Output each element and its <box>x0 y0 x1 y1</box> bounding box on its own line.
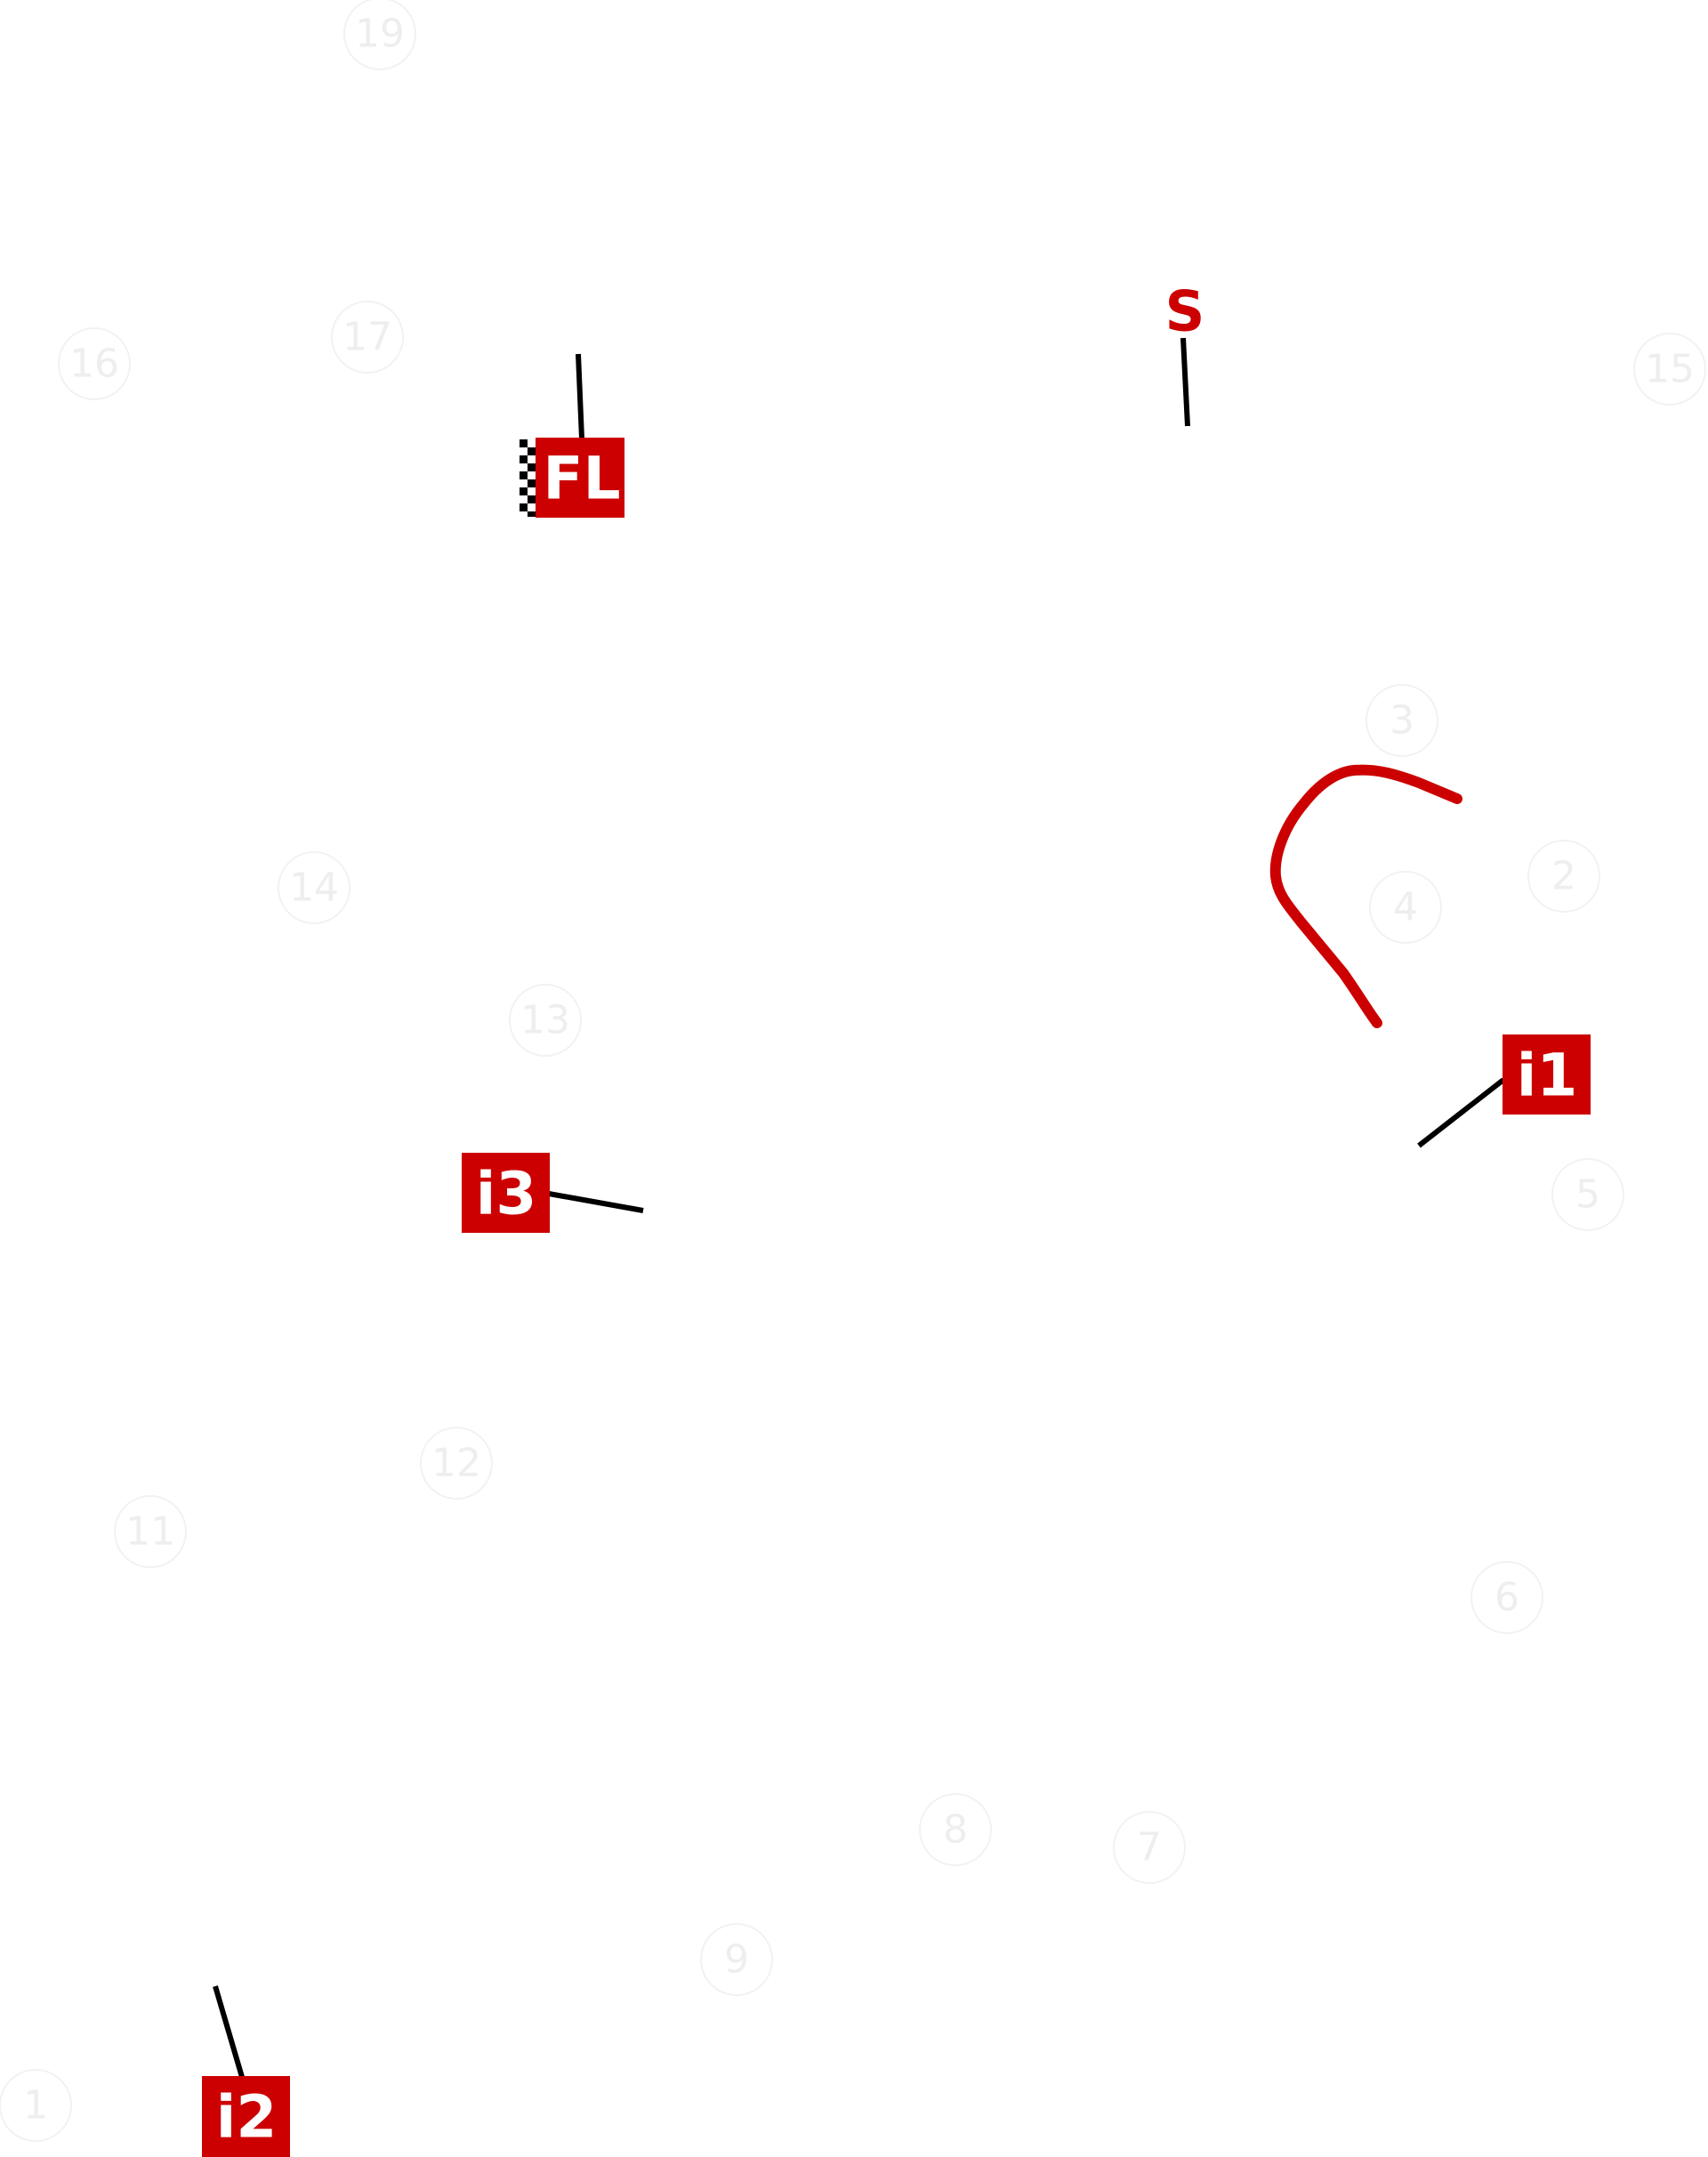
corner-marker: 11 <box>114 1495 187 1568</box>
svg-text:8: 8 <box>943 1807 968 1853</box>
svg-text:7: 7 <box>1137 1825 1162 1871</box>
intermediate-1-leader-line <box>1417 1077 1505 1148</box>
intermediate-2-marker: i2 <box>202 1985 290 2157</box>
svg-text:17: 17 <box>342 315 392 360</box>
track-sector-highlight <box>1269 764 1462 1028</box>
intermediate-1-badge <box>1503 1034 1591 1115</box>
finish-line-badge <box>536 438 624 518</box>
svg-text:12: 12 <box>431 1441 481 1486</box>
finish-line-leader-line <box>576 353 584 439</box>
corner-marker: 19 <box>343 0 416 70</box>
corner-marker: 2 <box>1527 840 1600 913</box>
finish-line-marker: FL <box>520 353 624 518</box>
corner-marker: 6 <box>1470 1561 1543 1634</box>
svg-text:19: 19 <box>355 12 405 57</box>
corner-marker: 8 <box>919 1793 992 1866</box>
intermediate-3-label: i3 <box>476 1160 537 1228</box>
intermediate-1-marker: i1 <box>1417 1034 1591 1148</box>
svg-text:9: 9 <box>724 1937 749 1983</box>
svg-text:1: 1 <box>23 2083 48 2129</box>
intermediate-2-label: i2 <box>216 2083 278 2152</box>
checkered-flag-icon <box>520 439 536 517</box>
intermediate-2-leader-line <box>213 1985 245 2078</box>
corner-marker: 1 <box>0 2069 72 2142</box>
svg-text:14: 14 <box>289 865 339 911</box>
intermediate-3-badge <box>462 1153 550 1233</box>
svg-text:2: 2 <box>1551 854 1576 899</box>
intermediate-1-label: i1 <box>1517 1042 1578 1110</box>
svg-text:6: 6 <box>1494 1575 1519 1621</box>
corner-marker: 15 <box>1633 333 1706 406</box>
corner-marker: 14 <box>278 851 350 924</box>
start-marker: S <box>1165 279 1205 427</box>
svg-text:5: 5 <box>1575 1172 1600 1218</box>
svg-text:4: 4 <box>1393 885 1418 930</box>
corner-marker: 4 <box>1369 871 1442 944</box>
start-label: S <box>1165 279 1205 344</box>
corner-marker: 13 <box>509 984 582 1057</box>
finish-line-label: FL <box>543 445 620 513</box>
start-leader-line <box>1180 337 1190 427</box>
corner-marker: 9 <box>700 1923 773 1996</box>
svg-text:15: 15 <box>1645 347 1695 392</box>
svg-text:16: 16 <box>69 342 119 387</box>
corner-marker: 5 <box>1551 1158 1624 1231</box>
corner-marker: 16 <box>58 327 131 400</box>
corner-marker: 12 <box>420 1427 493 1500</box>
corner-marker: 17 <box>331 301 404 374</box>
intermediate-3-marker: i3 <box>462 1153 644 1233</box>
intermediate-2-badge <box>202 2076 290 2157</box>
corner-marker: 7 <box>1113 1811 1186 1884</box>
intermediate-3-leader-line <box>548 1191 644 1213</box>
svg-text:13: 13 <box>520 998 570 1043</box>
svg-text:3: 3 <box>1390 698 1414 744</box>
svg-text:11: 11 <box>125 1509 175 1555</box>
corner-marker: 3 <box>1366 684 1438 757</box>
